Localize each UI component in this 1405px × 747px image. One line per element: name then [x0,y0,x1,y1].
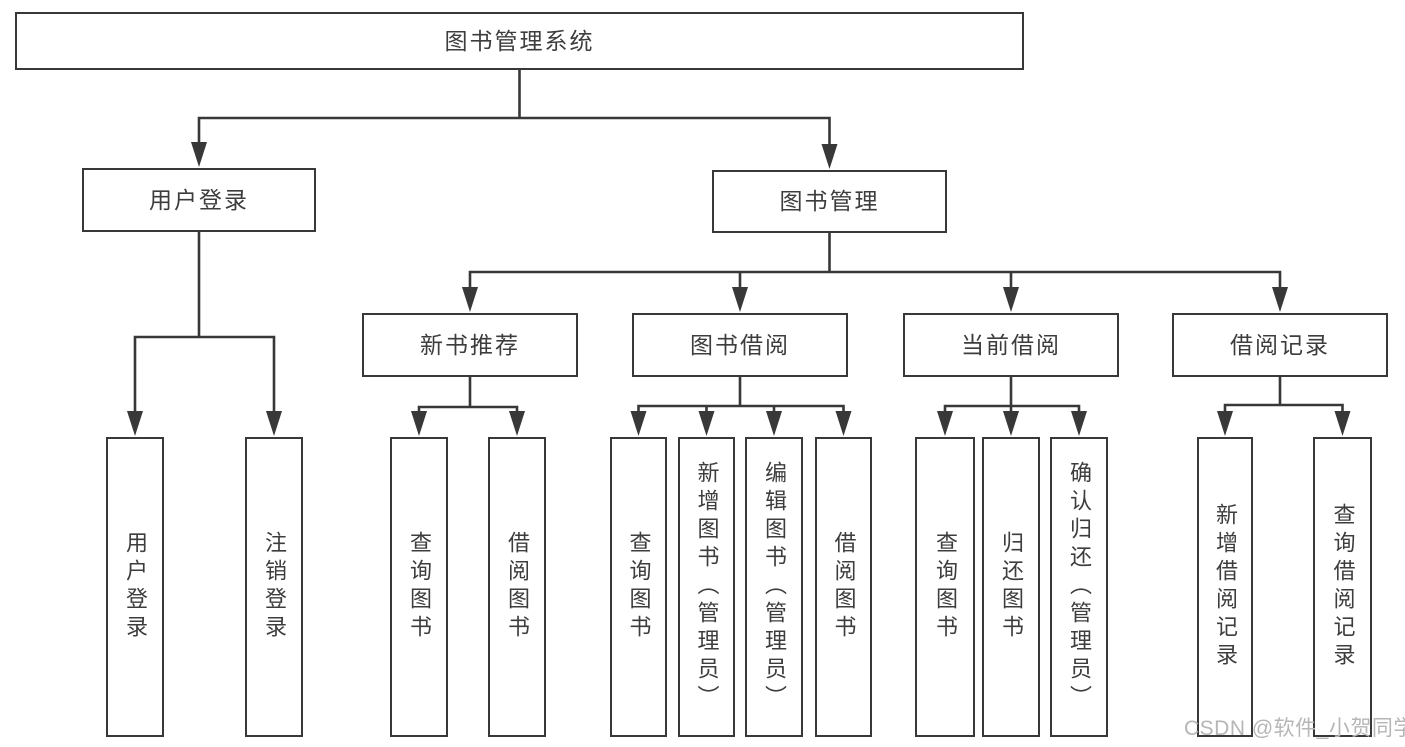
edge-from-user-login [133,230,276,421]
arrowhead-icon [462,287,478,312]
arrowhead-icon [191,142,207,167]
node-label: 注销登录 [262,531,287,643]
node-label: 归还图书 [999,531,1024,643]
node-current-borrow: 当前借阅 [903,313,1119,377]
watermark-text: CSDN @软件_小贺同学 [1184,717,1405,740]
arrowhead-icon [1071,411,1087,436]
node-label: 新增借阅记录 [1213,503,1238,671]
arrowhead-icon [266,411,282,436]
node-ul-logout: 注销登录 [245,437,303,737]
arrowhead-icon [1003,411,1019,436]
node-label: 当前借阅 [961,331,1061,358]
node-bb-query-books: 查询图书 [610,437,667,737]
arrowhead-icon [127,411,143,436]
arrowhead-icon [732,287,748,312]
node-root: 图书管理系统 [15,12,1024,70]
node-bb-borrow-books: 借阅图书 [815,437,872,737]
arrowhead-icon [630,411,647,436]
node-br-query-record: 查询借阅记录 [1313,437,1372,737]
node-label: 查询图书 [933,531,958,643]
node-nbr-query-books: 查询图书 [390,437,448,737]
arrowhead-icon [1272,287,1288,312]
arrowhead-icon [1217,411,1233,436]
node-bb-add-books: 新增图书（管理员） [678,437,735,737]
edge-from-root [197,68,831,154]
node-label: 查询借阅记录 [1330,503,1356,671]
arrowhead-icon [937,411,953,436]
arrowhead-icon [698,411,715,436]
node-book-mgmt: 图书管理 [712,170,947,233]
node-label: 借阅记录 [1230,331,1330,358]
arrowhead-icon [411,411,427,436]
node-user-login: 用户登录 [82,168,316,232]
node-label: 用户登录 [123,531,148,643]
arrowhead-icon [821,144,838,169]
node-borrow-records: 借阅记录 [1172,313,1388,377]
node-cb-query-books: 查询图书 [915,437,975,737]
node-nbr-borrow-books: 借阅图书 [488,437,546,737]
node-label: 借阅图书 [505,531,530,643]
node-label: 借阅图书 [831,531,857,643]
edge-from-new-book-rec [417,375,519,421]
node-cb-return-books: 归还图书 [982,437,1040,737]
arrowhead-icon [1003,287,1019,312]
node-label: 图书管理 [779,188,880,214]
node-label: 新书推荐 [420,331,520,358]
arrowhead-icon [1334,411,1351,436]
node-label: 编辑图书（管理员） [762,461,787,713]
node-book-borrow: 图书借阅 [632,313,848,377]
node-new-book-rec: 新书推荐 [362,313,578,377]
node-label: 确认归还（管理员） [1067,461,1092,713]
arrowhead-icon [766,411,782,436]
node-cb-confirm-return: 确认归还（管理员） [1050,437,1108,737]
node-ul-user-login: 用户登录 [106,437,164,737]
arrowhead-icon [835,411,852,436]
node-label: 用户登录 [149,186,249,213]
edge-from-book-mgmt [468,231,1282,297]
node-label: 新增图书（管理员） [694,461,720,713]
arrowhead-icon [509,411,525,436]
node-label: 图书管理系统 [444,27,595,54]
node-label: 图书借阅 [690,331,790,358]
node-label: 查询图书 [407,531,432,643]
edge-from-borrow-records [1223,375,1344,421]
node-label: 查询图书 [626,531,652,643]
node-bb-edit-books: 编辑图书（管理员） [745,437,803,737]
node-br-add-record: 新增借阅记录 [1197,437,1253,737]
